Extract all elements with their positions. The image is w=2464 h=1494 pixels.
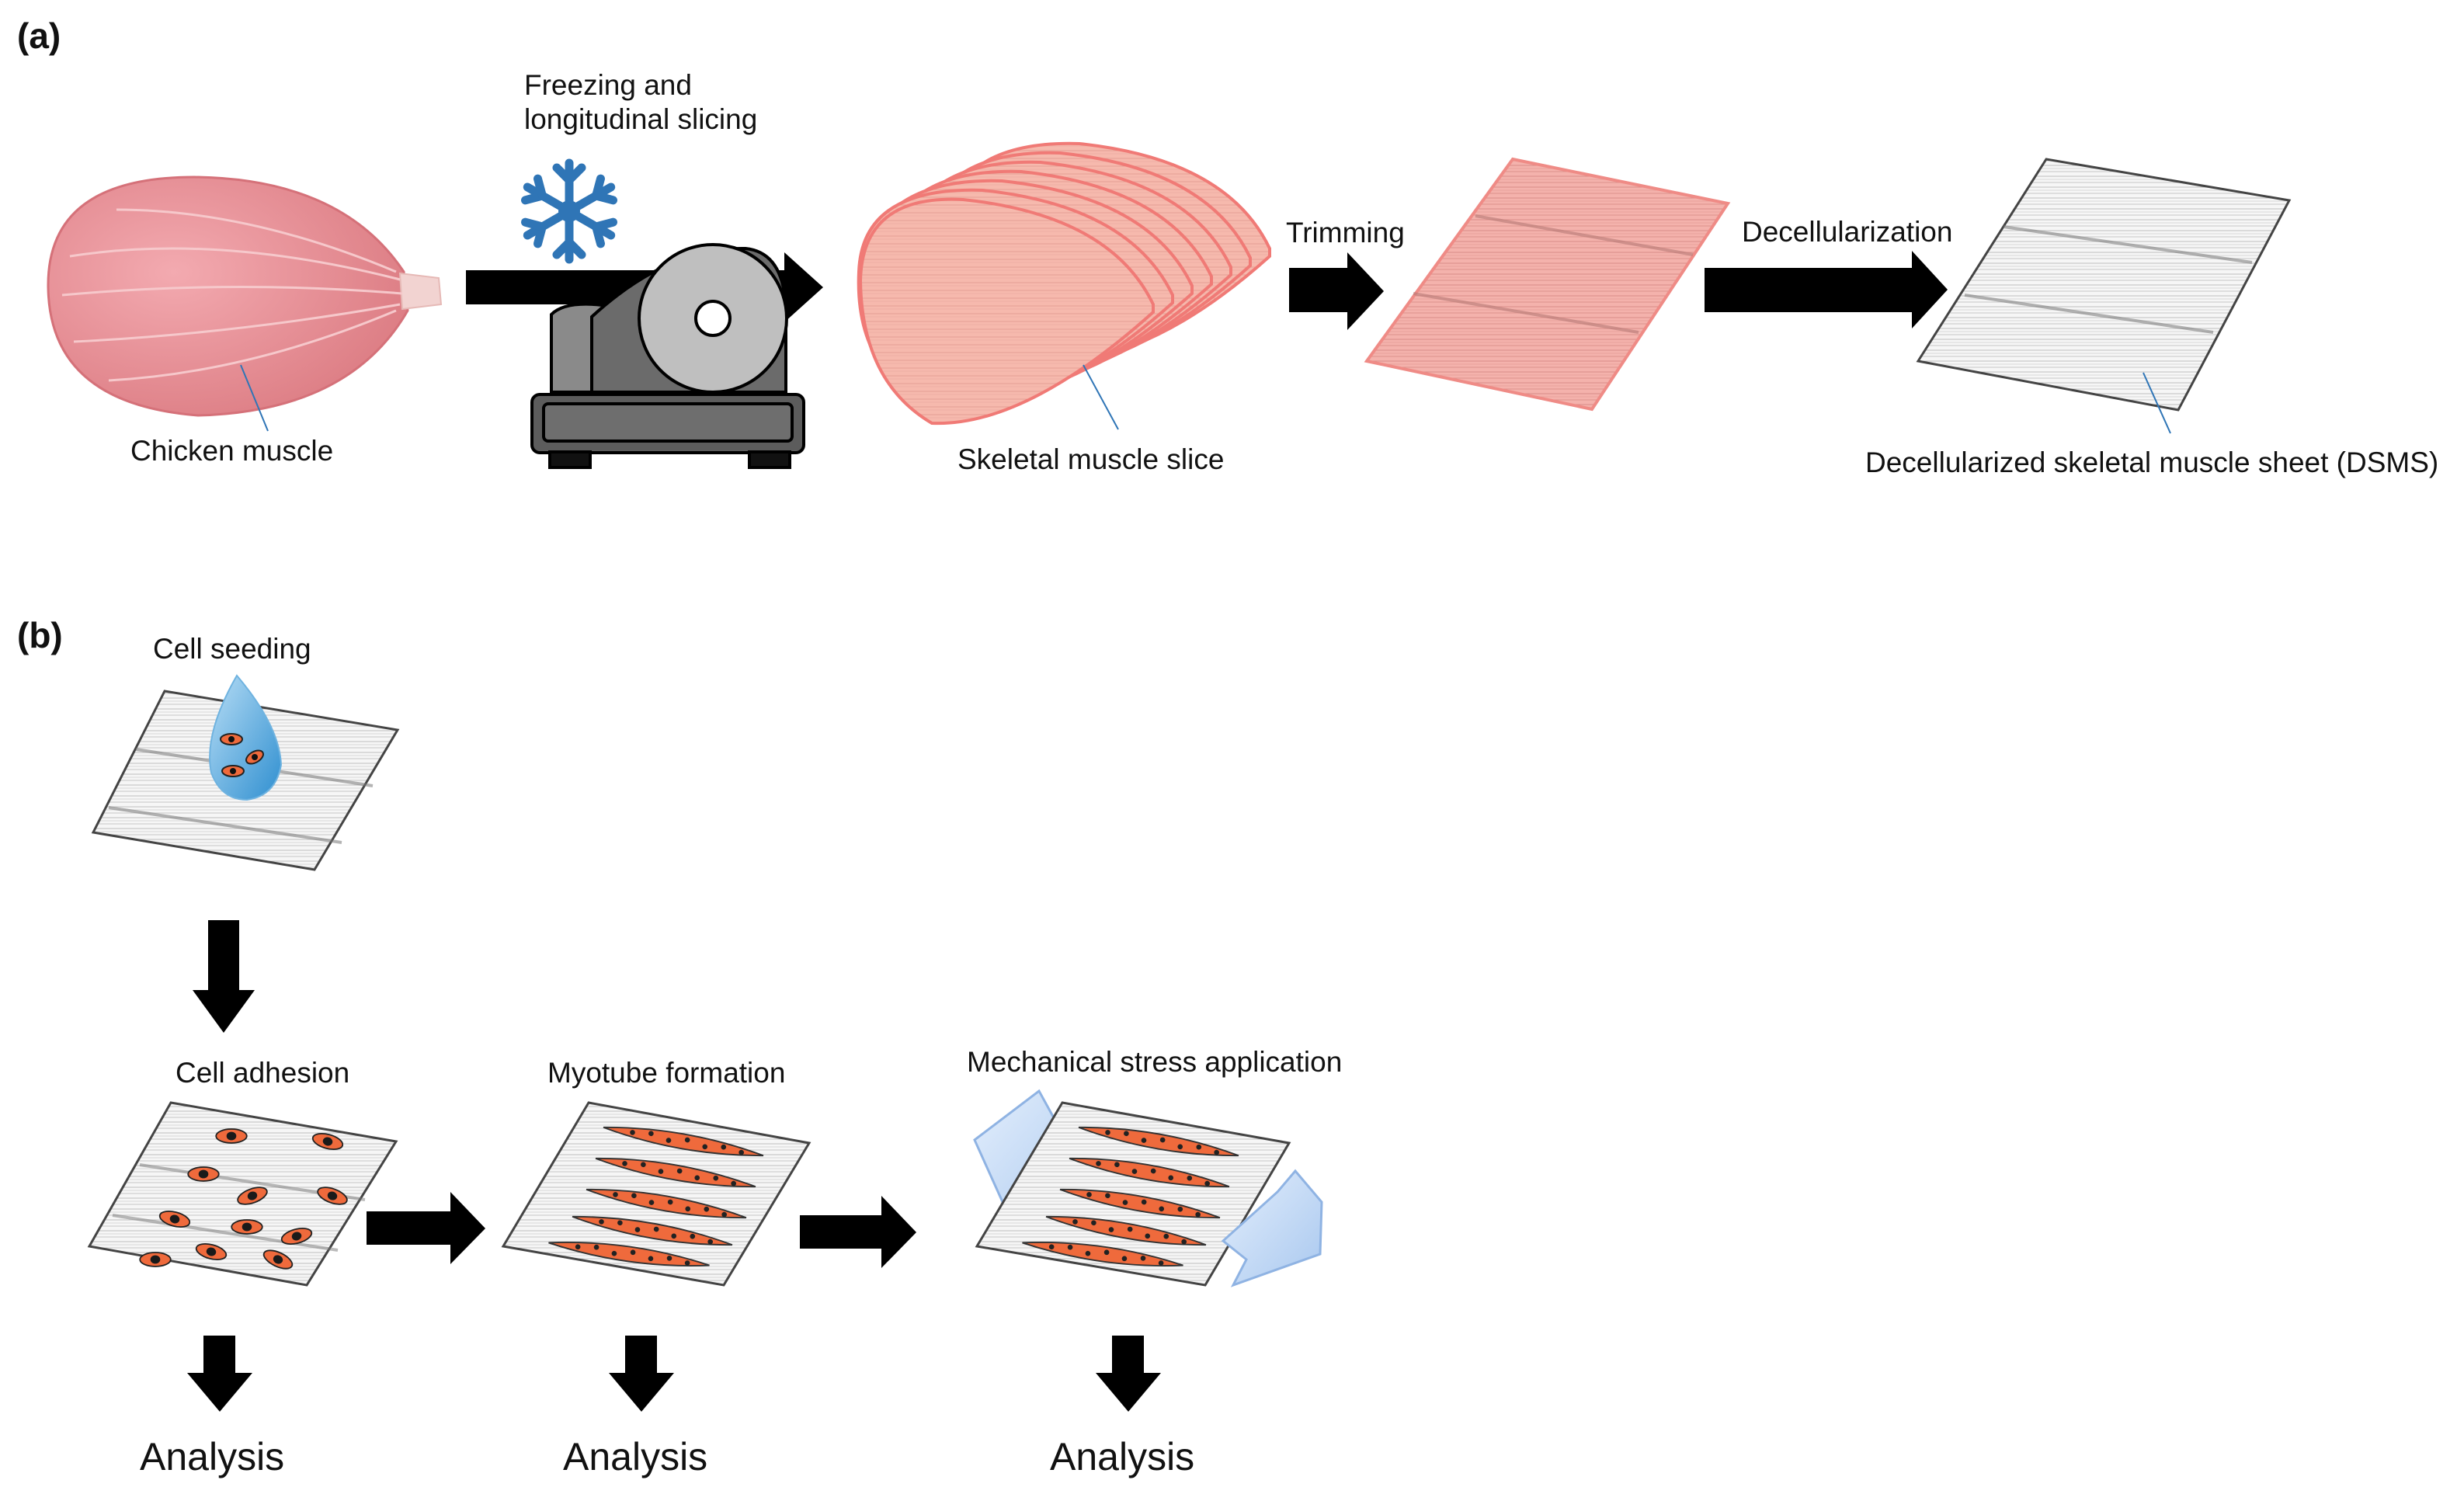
trimming-label: Trimming [1286, 217, 1405, 248]
myotube-formation-label: Myotube formation [547, 1057, 785, 1089]
cell-adhesion-label: Cell adhesion [176, 1057, 349, 1089]
freezing-label-line2: longitudinal slicing [524, 103, 757, 135]
myotube-sheet [501, 1101, 811, 1287]
freezing-label-line1: Freezing and [524, 69, 692, 101]
snowflake-icon [521, 158, 617, 264]
mechanical-stress-label: Mechanical stress application [967, 1046, 1342, 1078]
arrow-down-seeding [193, 920, 255, 1033]
skeletal-muscle-slices-illustration [857, 141, 1271, 430]
slicer-machine-icon [530, 243, 805, 469]
analysis-label-2: Analysis [563, 1435, 707, 1478]
cell-adhesion-sheet [87, 1101, 398, 1287]
stress-sheet [975, 1101, 1291, 1287]
panel-b-label: (b) [17, 615, 63, 655]
decellularization-label: Decellularization [1742, 216, 1952, 248]
chicken-muscle-illustration [47, 175, 443, 432]
arrow-to-stress [800, 1196, 916, 1268]
trimmed-muscle-sheet [1364, 157, 1731, 412]
arrow-to-myotube [367, 1192, 485, 1264]
stress-arrow-right-icon [1221, 1169, 1323, 1287]
dsms-label: Decellularized skeletal muscle sheet (DS… [1865, 446, 2438, 478]
skeletal-slice-label: Skeletal muscle slice [957, 443, 1224, 475]
dsms-sheet [1916, 158, 2292, 412]
cell-droplet-icon [209, 674, 283, 801]
chicken-muscle-label: Chicken muscle [130, 435, 333, 467]
arrow-down-analysis-3 [1096, 1336, 1161, 1412]
cell-seeding-label: Cell seeding [153, 633, 311, 665]
analysis-label-3: Analysis [1050, 1435, 1194, 1478]
analysis-label-1: Analysis [140, 1435, 284, 1478]
panel-a-label: (a) [17, 16, 61, 56]
arrow-decellularization [1705, 251, 1948, 328]
arrow-down-analysis-1 [187, 1336, 252, 1412]
arrow-trimming [1289, 252, 1384, 330]
arrow-down-analysis-2 [609, 1336, 674, 1412]
